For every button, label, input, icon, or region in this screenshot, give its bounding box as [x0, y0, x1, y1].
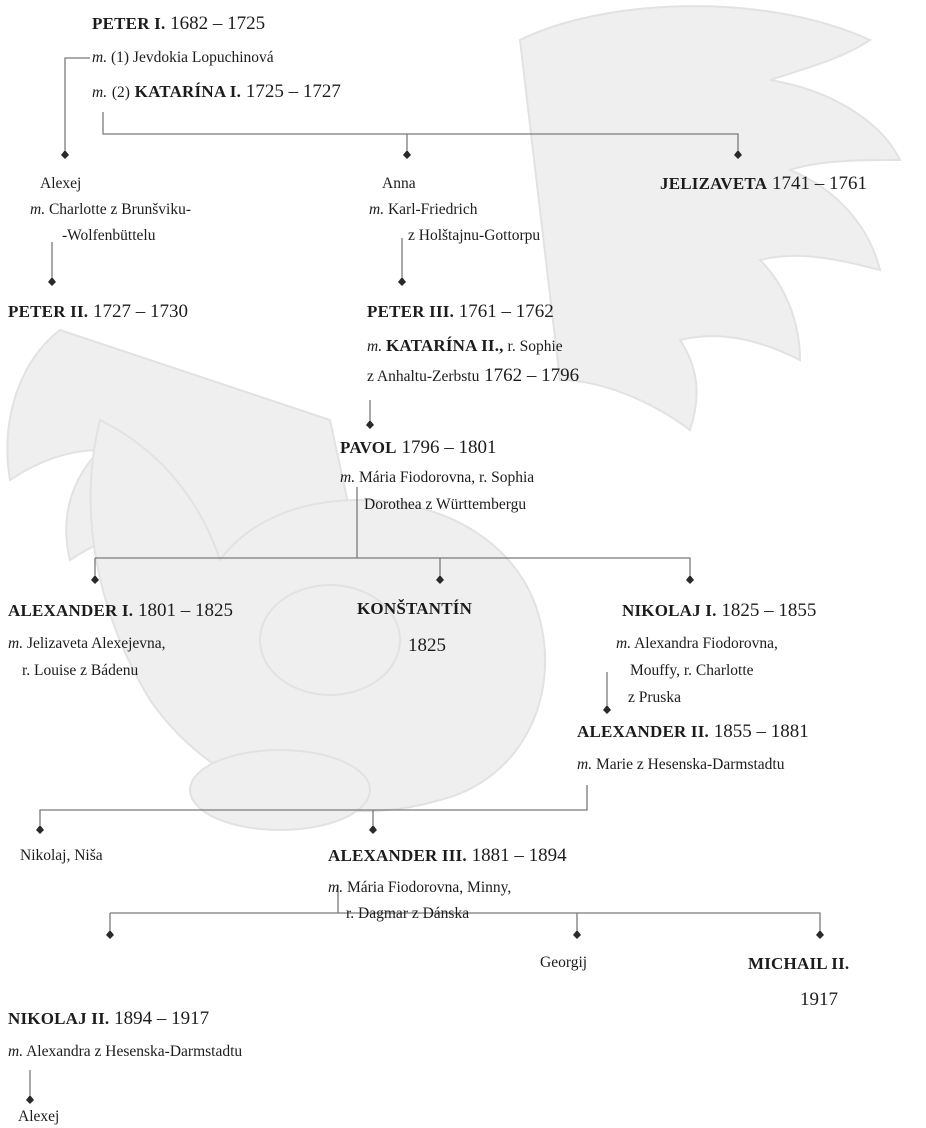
arrow-marker	[398, 277, 406, 286]
peter1-years: 1682 – 1725	[170, 13, 266, 34]
alexej2-name: Alexej	[18, 1108, 60, 1125]
alexander1-spouse-line2: r. Louise z Bádenu	[22, 662, 139, 679]
arrow-marker	[603, 705, 611, 714]
michail2-name: MICHAIL II.	[748, 954, 850, 973]
nikolaj1-spouse-line3: z Pruska	[628, 689, 681, 706]
arrow-marker	[436, 575, 444, 584]
arrow-marker	[816, 930, 824, 939]
arrow-marker	[403, 150, 411, 159]
peter3-node: PETER III. 1761 – 1762	[367, 301, 554, 322]
pavol-node: PAVOL 1796 – 1801	[340, 437, 497, 458]
alexander1-node: ALEXANDER I. 1801 – 1825	[8, 600, 233, 621]
alexander2-node: ALEXANDER II. 1855 – 1881	[577, 721, 809, 742]
alexej-name: Alexej	[40, 175, 82, 192]
arrow-marker	[369, 825, 377, 834]
arrow-marker	[26, 1095, 34, 1104]
nikolaj1-spouse-line1: m. Alexandra Fiodorovna,	[616, 635, 778, 652]
arrow-marker	[573, 930, 581, 939]
peter1-spouse2: m. (2) KATARÍNA I. 1725 – 1727	[92, 81, 341, 102]
anna-name: Anna	[382, 175, 416, 192]
peter3-spouse-line1: m. KATARÍNA II., r. Sophie	[367, 336, 563, 355]
alexander3-spouse-line1: m. Mária Fiodorovna, Minny,	[328, 879, 512, 896]
alexej-spouse-line2: -Wolfenbüttelu	[62, 227, 156, 244]
alexej-spouse-line1: m. Charlotte z Brunšviku-	[30, 201, 192, 218]
nikolaj1-spouse-line2: Mouffy, r. Charlotte	[630, 662, 754, 679]
arrow-marker	[48, 277, 56, 286]
nikolaj2-spouse: m. Alexandra z Hesenska-Darmstadtu	[8, 1043, 243, 1060]
arrow-marker	[366, 420, 374, 429]
konstantin-name: KONŠTANTÍN	[357, 599, 473, 618]
peter3-spouse-line2: z Anhaltu-Zerbstu 1762 – 1796	[367, 365, 580, 386]
pavol-spouse-line2: Dorothea z Württembergu	[364, 496, 527, 513]
arrow-marker	[91, 575, 99, 584]
nikolaj2-node: NIKOLAJ II. 1894 – 1917	[8, 1008, 210, 1029]
alexander1-spouse-line1: m. Jelizaveta Alexejevna,	[8, 635, 166, 652]
alexander2-spouse: m. Marie z Hesenska-Darmstadtu	[577, 756, 785, 773]
pavol-spouse-line1: m. Mária Fiodorovna, r. Sophia	[340, 469, 535, 486]
alexander3-node: ALEXANDER III. 1881 – 1894	[328, 845, 567, 866]
michail2-years: 1917	[800, 989, 838, 1010]
peter1-node: PETER I. 1682 – 1725	[92, 14, 265, 33]
arrow-marker	[61, 150, 69, 159]
anna-spouse-line2: z Holštajnu-Gottorpu	[408, 227, 541, 244]
peter1-name: PETER I.	[92, 14, 166, 33]
alexander3-spouse-line2: r. Dagmar z Dánska	[346, 905, 470, 922]
nikolaj-nisa-name: Nikolaj, Niša	[20, 847, 103, 864]
arrow-marker	[36, 825, 44, 834]
jelizaveta-node: JELIZAVETA 1741 – 1761	[660, 173, 867, 194]
arrow-marker	[106, 930, 114, 939]
peter1-spouse1: m. (1) Jevdokia Lopuchinová	[92, 49, 274, 66]
konstantin-years: 1825	[408, 635, 446, 656]
anna-spouse-line1: m. Karl-Friedrich	[369, 201, 478, 218]
nikolaj1-node: NIKOLAJ I. 1825 – 1855	[622, 600, 817, 621]
arrow-marker	[734, 150, 742, 159]
georgij-name: Georgij	[540, 954, 588, 971]
arrow-marker	[686, 575, 694, 584]
peter2-node: PETER II. 1727 – 1730	[8, 301, 188, 322]
